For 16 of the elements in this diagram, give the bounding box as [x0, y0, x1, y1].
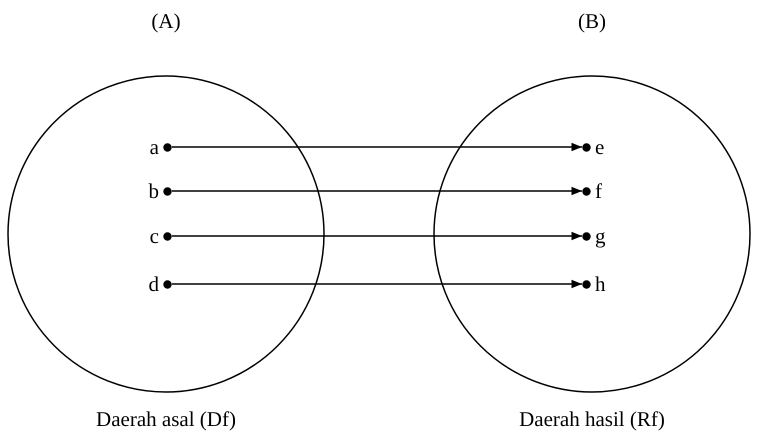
arrow: [172, 142, 582, 152]
arrow: [172, 186, 582, 196]
element-label: c: [150, 225, 159, 247]
set-label: (A): [150, 8, 182, 34]
element-label: a: [150, 136, 159, 158]
set-caption: Daerah hasil (Rf): [518, 406, 666, 432]
element-label: d: [148, 273, 159, 295]
element-label: h: [595, 273, 606, 295]
set-label: (B): [577, 8, 607, 34]
element-label: g: [595, 225, 606, 247]
element-label: e: [595, 136, 604, 158]
arrow: [172, 232, 582, 240]
arrow: [172, 280, 582, 288]
element-label: b: [148, 180, 159, 202]
element-label: f: [595, 180, 602, 202]
set-caption: Daerah asal (Df): [95, 406, 237, 432]
